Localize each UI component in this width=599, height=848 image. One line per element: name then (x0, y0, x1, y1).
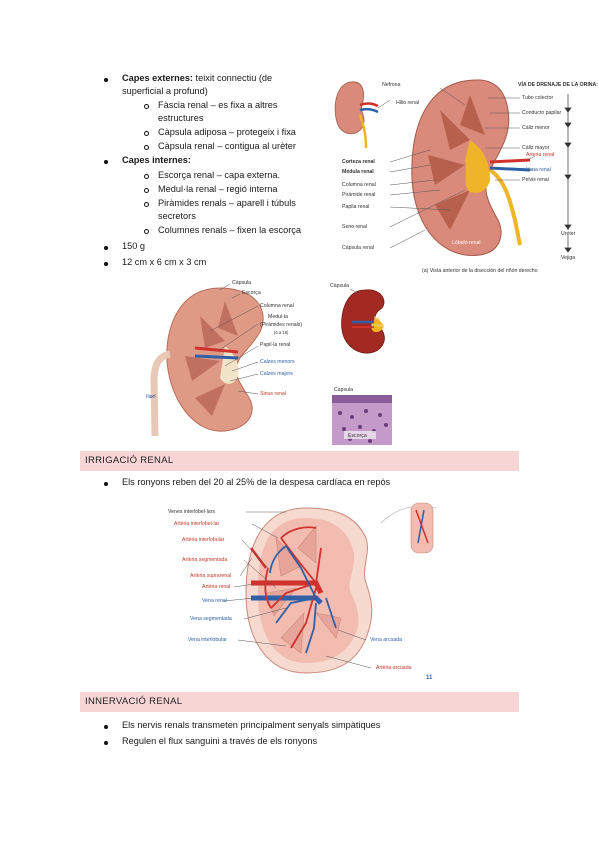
sub-adipose: Càpsula adiposa – protegeix i fixa (158, 127, 296, 137)
label-capsula-renal: Cápsula renal (342, 245, 375, 251)
label-arteria-renal: Artèria renal (202, 584, 231, 590)
label-caliz-menor: Cáliz menor (522, 125, 550, 131)
label-capsula: Càpsula (330, 283, 350, 289)
drainage-header: VÍA DE DRENAJE DE LA ORINA: (518, 82, 599, 88)
label-vena-arcuada: Vena arcuada (370, 637, 403, 643)
sub-columns: Columnes renals – fixen la escorça (158, 225, 301, 235)
sub-bullet (144, 188, 149, 193)
sub-medulla: Medul·la renal – regió interna (158, 184, 278, 194)
label-nefrona: Nefrona (382, 82, 401, 88)
sub-fascia-2: estructures (158, 113, 204, 123)
kidney-hilum-illustration (341, 288, 385, 354)
internal-layers-title: Capes internes: (122, 155, 191, 165)
irrigation-section-header: IRRIGACIÓ RENAL (80, 451, 519, 471)
label-arteria-interlobular: Artèria interlobular (182, 537, 225, 543)
label-medula-renal: Médula renal (342, 169, 374, 175)
histology-illustration (332, 395, 392, 445)
label-papila-renal: Papila renal (342, 204, 370, 210)
sub-bullet (144, 202, 149, 207)
sub-bullet (144, 131, 149, 136)
label-papilla-renal: Papil·la renal (260, 342, 291, 348)
bullet-dot (104, 246, 108, 250)
kidney-vasculature-figure: Venes interlobel·lars Artèria interlobel… (166, 498, 440, 684)
label-tubo-colector: Tubo colector (522, 95, 554, 101)
label-calzes-majors: Calzes majors (260, 371, 293, 377)
kidney-hilum-figure: Càpsula Hil renal (330, 280, 394, 360)
bullet-dot (104, 725, 108, 729)
sub-bullet (144, 104, 149, 109)
external-layers-title: Capes externes: (122, 73, 193, 83)
innervation-bullet-1: Els nervis renals transmeten principalme… (122, 720, 381, 730)
irrigation-heading: IRRIGACIÓ RENAL (85, 455, 174, 466)
kidney-vasculature-illustration (223, 502, 437, 674)
label-arteria-segmentada: Artèria segmentada (182, 557, 228, 563)
sub-pyramids: Piràmides renals – aparell i túbuls (158, 198, 296, 208)
bullet-dot (104, 482, 108, 486)
label-lobulo-renal: Lóbulo renal (452, 240, 481, 246)
label-corteza-renal: Corteza renal (342, 159, 375, 165)
label-vena-segmentada: Vena segmentada (190, 616, 232, 622)
label-columna-renal: Columna renal (342, 182, 376, 188)
weight: 150 g (122, 241, 145, 251)
sub-bullet (144, 229, 149, 234)
sub-pyramids-2: secretors (158, 211, 196, 221)
irrigation-bullet: Els ronyons reben del 20 al 25% de la de… (122, 477, 391, 487)
label-capsula: Càpsula (232, 280, 252, 286)
label-ilion: Ilion (146, 394, 156, 400)
label-pelvis-renal: Pelvis renal (522, 177, 549, 183)
label-arteria-arcuada: Artèria arcuada (376, 665, 412, 671)
sub-capsule: Càpsula renal – contigua al urèter (158, 141, 296, 151)
bullet-dot (104, 160, 108, 164)
label-capsula: Càpsula (334, 387, 354, 393)
external-layers-item: Capes externes: teixit connectiu (de (122, 72, 272, 86)
label-escorca: Escorça (242, 290, 261, 296)
histology-figure: Càpsula Escorça (332, 385, 392, 445)
innervation-bullet-2: Regulen el flux sanguini a través de els… (122, 736, 318, 746)
external-layers-desc-2: superficial a profund) (122, 86, 208, 96)
label-seno-renal: Seno renal (342, 224, 368, 230)
label-vejiga: Vejiga (561, 255, 576, 261)
label-ureter: Uréter (561, 231, 576, 237)
label-piramide-renal: Pirámide renal (342, 192, 376, 198)
label-hil: Hil (374, 316, 381, 322)
innervation-section-header: INNERVACIÓ RENAL (80, 692, 519, 712)
label-hil-renal: renal (372, 323, 384, 329)
label-arteria-interlobellar: Artèria interlobel·lar (174, 521, 220, 527)
kidney-drainage-figure: VÍA DE DRENAJE DE LA ORINA: Nefrona Hili… (330, 70, 598, 280)
label-conducto-papilar: Conducto papilar (522, 110, 562, 116)
bullet-dot (104, 741, 108, 745)
kidney-drainage-illustration (334, 79, 572, 257)
sub-bullet (144, 174, 149, 179)
label-caliz-mayor: Cáliz mayor (522, 145, 550, 151)
label-columna-renal: Columna renal (260, 303, 294, 309)
label-escorca: Escorça (348, 433, 367, 439)
label-hilio-renal: Hilio renal (396, 100, 420, 106)
kidney-section-illustration (149, 283, 264, 437)
label-vena-renal: Vena renal (202, 598, 227, 604)
size: 12 cm x 6 cm x 3 cm (122, 257, 207, 267)
kidney-section-figure: Càpsula Escorça Columna renal Medul·la (… (140, 276, 330, 444)
label-range: (6 a 18) (274, 330, 289, 335)
innervation-heading: INNERVACIÓ RENAL (85, 696, 183, 707)
figure-number: 11 (426, 675, 433, 681)
label-vena-renal: Vena renal (526, 167, 551, 173)
external-layers-desc: teixit connectiu (de (192, 73, 273, 83)
label-medulla: Medul·la (268, 314, 288, 320)
label-arteria-suprarenal: Artèria suprarenal (190, 573, 232, 579)
bullet-dot (104, 262, 108, 266)
label-calzes-menors: Calzes menors (260, 359, 295, 365)
label-venes-interlobellars: Venes interlobel·lars (168, 509, 216, 515)
label-sinus-renal: Sinus renal (260, 391, 286, 397)
sub-fascia: Fàscia renal – es fixa a altres (158, 100, 278, 110)
bullet-dot (104, 78, 108, 82)
figure1-caption: (a) Vista anterior de la disección del r… (422, 268, 538, 274)
label-vena-interlobular: Vena interlobular (188, 637, 227, 643)
label-arteria-renal: Arteria renal (526, 152, 555, 158)
label-piramides-renals: (Piràmides renals) (260, 322, 303, 328)
sub-cortex: Escorça renal – capa externa. (158, 170, 281, 180)
sub-bullet (144, 145, 149, 150)
